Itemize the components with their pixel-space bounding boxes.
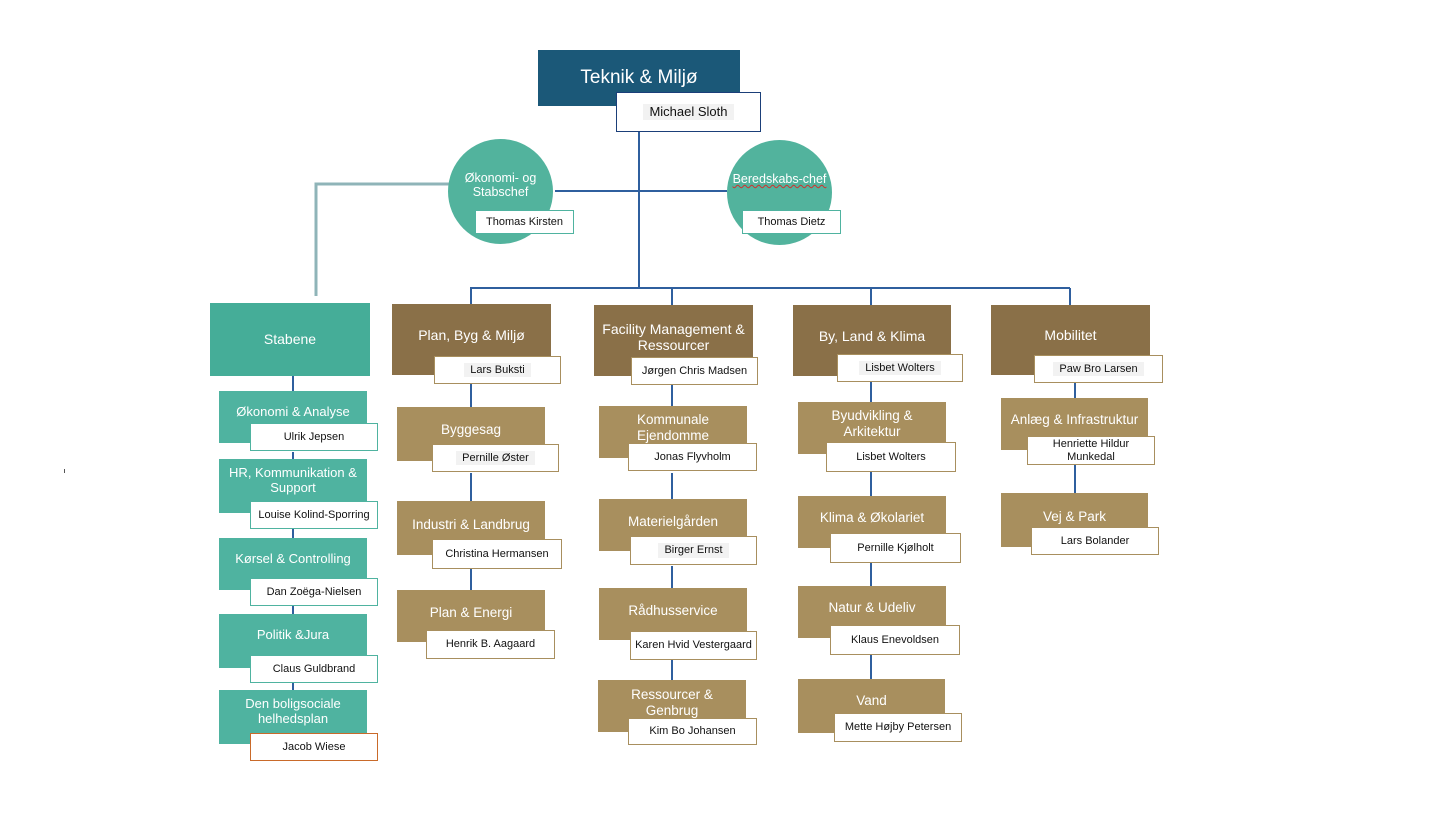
stabene-unit-person: Ulrik Jepsen (250, 423, 378, 451)
department-head: Lars Buksti (434, 356, 561, 384)
stray-mark (64, 469, 65, 473)
person-text: Ulrik Jepsen (283, 430, 345, 443)
unit-person: Mette Højby Petersen (834, 713, 962, 742)
person-text: Paw Bro Larsen (1053, 361, 1144, 377)
person-text: Lars Buksti (464, 362, 531, 378)
unit-person: Pernille Øster (432, 444, 559, 472)
staff-circle-preparedness-label: Beredskabs-chef (732, 172, 827, 186)
unit-person: Jonas Flyvholm (628, 443, 757, 471)
unit-person: Pernille Kjølholt (830, 533, 961, 563)
unit-person: Lars Bolander (1031, 527, 1159, 555)
person-text: Pernille Øster (456, 450, 535, 466)
unit-person: Henriette Hildur Munkedal (1027, 436, 1155, 465)
person-text: Kim Bo Johansen (649, 725, 736, 738)
stabene-unit-person: Louise Kolind-Sporring (250, 501, 378, 529)
person-text: Karen Hvid Vestergaard (635, 639, 752, 652)
unit-person: Christina Hermansen (432, 539, 562, 569)
person-text: Christina Hermansen (445, 547, 549, 560)
stabene-unit-person: Claus Guldbrand (250, 655, 378, 683)
person-text: Pernille Kjølholt (857, 541, 934, 554)
person-text: Louise Kolind-Sporring (258, 508, 370, 521)
department-head: Paw Bro Larsen (1034, 355, 1163, 383)
person-text: Henriette Hildur Munkedal (1052, 437, 1130, 463)
stabene-unit-person: Dan Zoëga-Nielsen (250, 578, 378, 606)
unit-person: Lisbet Wolters (826, 442, 956, 472)
stabene-header: Stabene (210, 303, 370, 376)
unit-person: Henrik B. Aagaard (426, 630, 555, 659)
unit-label: Natur & Udeliv (828, 600, 916, 615)
top-head-name: Michael Sloth (616, 92, 761, 132)
person-text: Thomas Kirsten (485, 215, 564, 228)
unit-person: Karen Hvid Vestergaard (630, 631, 757, 660)
person-text: Lars Bolander (1060, 534, 1130, 547)
person-text: Birger Ernst (658, 543, 729, 558)
person-text: Lisbet Wolters (859, 360, 941, 376)
person-text: Jørgen Chris Madsen (641, 364, 748, 377)
department-head: Jørgen Chris Madsen (631, 357, 758, 385)
top-head-name-text: Michael Sloth (643, 103, 734, 121)
staff-circle-economy-person: Thomas Kirsten (475, 210, 574, 234)
person-text: Dan Zoëga-Nielsen (266, 585, 362, 598)
stabene-unit-label: Kørsel & Controlling (235, 551, 351, 566)
staff-circle-preparedness-person: Thomas Dietz (742, 210, 841, 234)
person-text: Claus Guldbrand (272, 662, 356, 675)
unit-person: Kim Bo Johansen (628, 718, 757, 745)
person-text: Mette Højby Petersen (844, 721, 952, 734)
unit-person: Klaus Enevoldsen (830, 625, 960, 655)
staff-circle-economy-label: Økonomi- og Stabschef (464, 171, 537, 200)
person-text: Thomas Dietz (757, 215, 826, 228)
person-text: Lisbet Wolters (856, 450, 926, 463)
person-text: Henrik B. Aagaard (445, 638, 536, 651)
department-head: Lisbet Wolters (837, 354, 963, 382)
unit-person: Birger Ernst (630, 536, 757, 565)
person-text: Klaus Enevoldsen (850, 633, 940, 646)
stabene-unit-person: Jacob Wiese (250, 733, 378, 761)
person-text: Jacob Wiese (282, 740, 346, 753)
person-text: Jonas Flyvholm (654, 450, 731, 463)
